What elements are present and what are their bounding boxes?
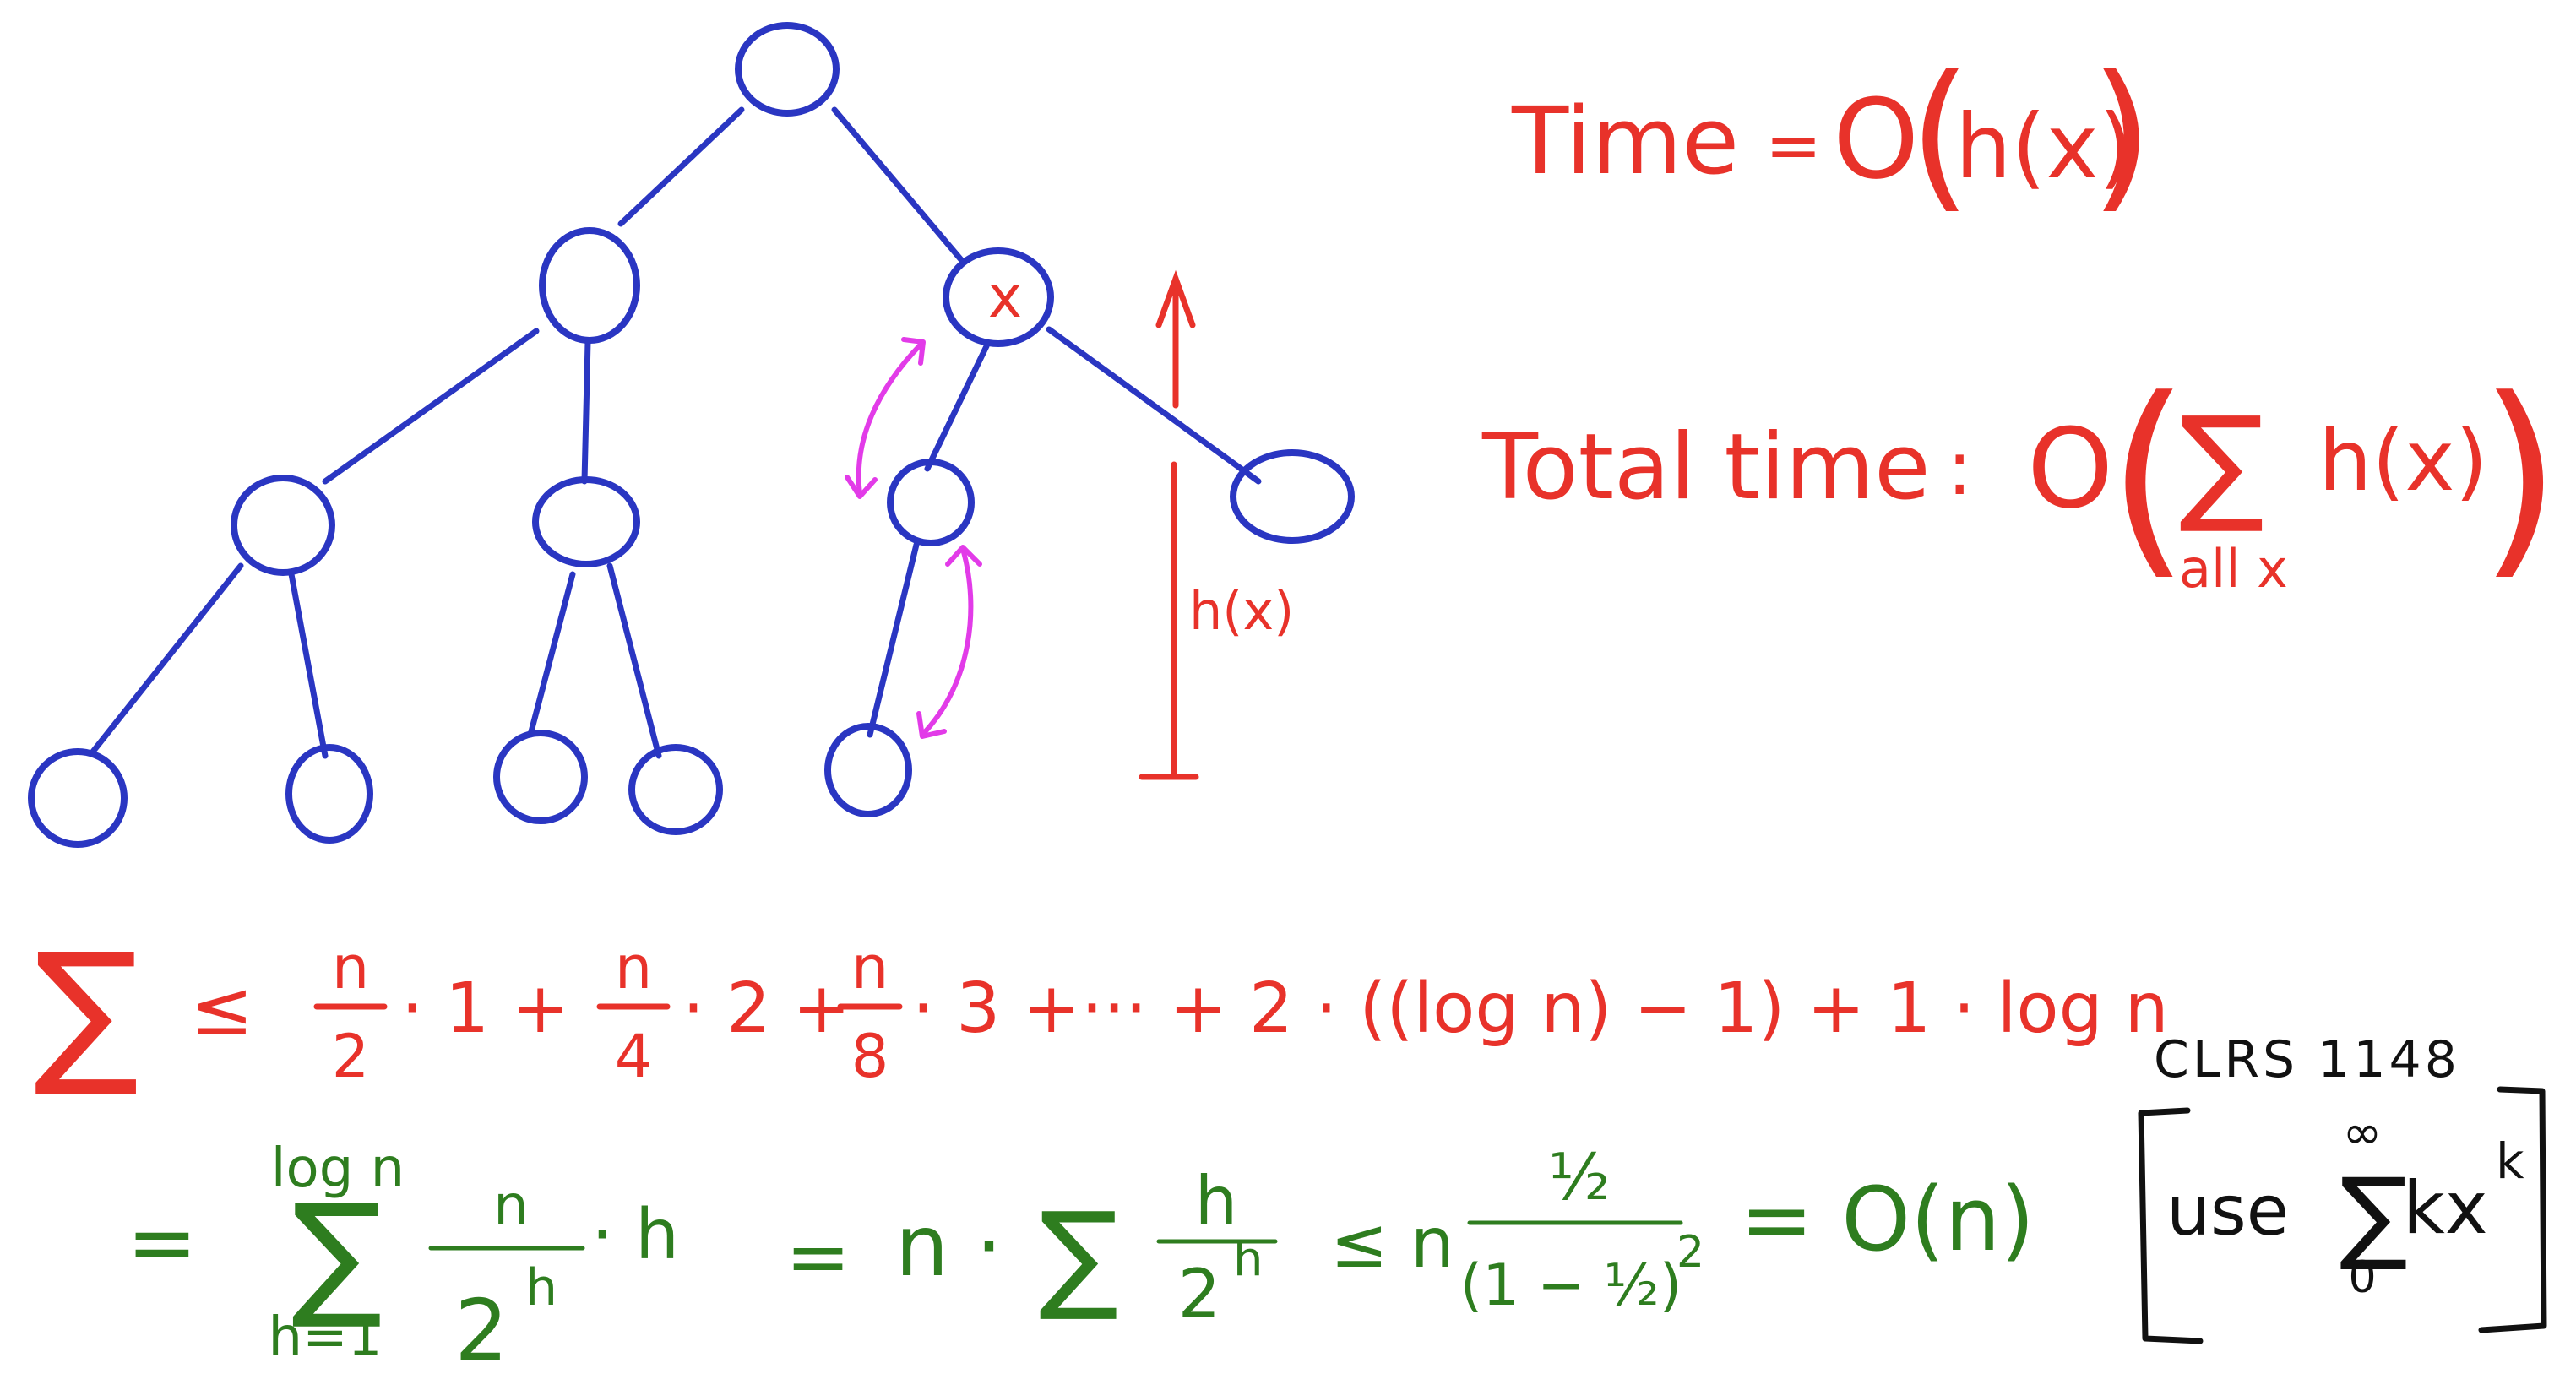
clrs-right-bracket [2478, 1086, 2547, 1333]
binary-tree: x [28, 22, 1355, 848]
clrs-sum-top: ∞ [2343, 1105, 2383, 1160]
green-eq2: = [785, 1212, 851, 1302]
green-frac2-num: h [1195, 1162, 1238, 1241]
green-frac-mult: · h [591, 1195, 679, 1275]
tree-nodes [28, 22, 1355, 848]
time-equation: Time = O ( h(x) ) [1511, 41, 2153, 228]
term3-mult: · 3 + [912, 969, 1080, 1049]
tree-node-leaf-5 [824, 723, 912, 817]
term2-num: n [615, 933, 652, 1002]
sum-inequality: ∑ ≤ n 2 · 1 + n 4 · 2 + n 8 · 3 + ··· + … [34, 919, 2169, 1101]
clrs-reference: CLRS 1148 use ∞ ∑ 0 kx k [2138, 1030, 2547, 1344]
tree-node-leaf-1 [28, 748, 128, 848]
time-label: Time [1511, 87, 1739, 195]
edge-x-right [1046, 326, 1262, 485]
node-x-marker: x [988, 264, 1022, 331]
green-sum-top: log n [271, 1138, 405, 1200]
tree-node-l2-c [887, 459, 975, 546]
green-result: = O(n) [1740, 1168, 2035, 1271]
green-frac3-den: (1 − ½) [1460, 1252, 1682, 1319]
swap-arrow-upper-head-top [901, 337, 926, 366]
edge-a-left [90, 562, 244, 755]
tree-edges [90, 106, 1262, 759]
edge-l1-right [581, 339, 591, 485]
green-frac2-den-exp: h [1233, 1232, 1264, 1287]
sum-sigma: ∑ [34, 919, 139, 1101]
total-body: h(x) [2318, 411, 2488, 510]
tree-node-l2-a [231, 475, 335, 576]
clrs-body: kx [2403, 1166, 2488, 1251]
term2-den: 4 [615, 1022, 653, 1091]
tree-node-l1-left [539, 227, 640, 344]
green-n-dot: n · [895, 1197, 1003, 1295]
green-le: ≤ n [1330, 1203, 1454, 1284]
time-argument: h(x) [1955, 95, 2133, 198]
green-sigma2: ∑ [1039, 1187, 1118, 1325]
tree-node-root [735, 22, 840, 117]
swap-arrows [845, 337, 982, 739]
tree-node-l2-d [1230, 449, 1355, 544]
clrs-use: use [2166, 1171, 2289, 1252]
edge-l1-left [322, 328, 540, 485]
sum-rest: ··· + 2 · ((log n) − 1) + 1 · log n [1081, 969, 2169, 1049]
swap-arrow-lower-head-bottom [916, 711, 947, 739]
total-big-o: O [2027, 405, 2113, 533]
swap-arrow-upper [856, 342, 923, 497]
term1-mult: · 1 + [401, 969, 569, 1049]
tree-node-leaf-2 [285, 744, 373, 844]
total-open-paren: ( [2107, 353, 2190, 599]
clrs-sigma: ∑ [2340, 1157, 2408, 1274]
clrs-body-exp: k [2496, 1132, 2524, 1190]
edge-root-left [617, 106, 745, 227]
height-arrow-head [1155, 269, 1196, 328]
tree-node-x [943, 247, 1054, 347]
time-equals: = [1765, 106, 1822, 185]
tree-node-l2-b [532, 476, 640, 567]
edge-b-left [527, 571, 576, 738]
term2-mult: · 2 + [682, 969, 851, 1049]
tree-node-leaf-3 [493, 730, 588, 824]
clrs-left-bracket [2138, 1107, 2204, 1344]
green-frac3-num: ½ [1548, 1139, 1611, 1214]
green-frac-den-exp: h [525, 1258, 557, 1317]
term3-num: n [851, 933, 889, 1002]
total-sigma-under: all x [2179, 538, 2288, 600]
sum-le: ≤ [190, 964, 253, 1053]
height-label: h(x) [1189, 580, 1294, 642]
total-time-equation: Total time : O ( ∑ all x h(x) ) [1481, 353, 2562, 600]
swap-arrow-lower [920, 546, 974, 737]
green-frac-num: n [493, 1173, 529, 1238]
total-close-paren: ) [2479, 353, 2562, 599]
green-derivation: = log n ∑ h=1 n 2 h · h = n · ∑ h 2 h ≤ … [127, 1138, 2035, 1380]
term3-den: 8 [851, 1022, 889, 1091]
green-sum-bottom: h=1 [269, 1306, 383, 1369]
green-frac2-den: 2 [1178, 1255, 1221, 1333]
tree-node-leaf-4 [628, 744, 723, 835]
term1-den: 2 [332, 1022, 370, 1091]
clrs-sum-bottom: 0 [2348, 1252, 2376, 1303]
term1-num: n [332, 933, 369, 1002]
edge-a-right [288, 571, 329, 759]
edge-b-right [606, 562, 662, 759]
swap-arrow-upper-head-bottom [845, 475, 878, 499]
clrs-ref: CLRS 1148 [2154, 1030, 2460, 1089]
green-eq1: = [127, 1192, 198, 1291]
edge-c-down [867, 541, 920, 738]
total-label: Total time [1481, 415, 1931, 520]
time-close-paren: ) [2090, 41, 2153, 228]
green-sum-sigma: ∑ [291, 1175, 383, 1333]
green-frac-den: 2 [454, 1281, 508, 1380]
total-sigma: ∑ [2179, 390, 2264, 537]
time-open-paren: ( [1909, 41, 1971, 228]
edge-root-right [831, 106, 966, 265]
edge-x-left [924, 343, 990, 472]
height-indicator: h(x) [1139, 269, 1294, 780]
swap-arrow-lower-head-top [945, 545, 982, 567]
total-colon: : [1947, 424, 1972, 513]
green-frac3-den-exp: 2 [1677, 1227, 1704, 1278]
time-big-o: O [1833, 75, 1919, 204]
